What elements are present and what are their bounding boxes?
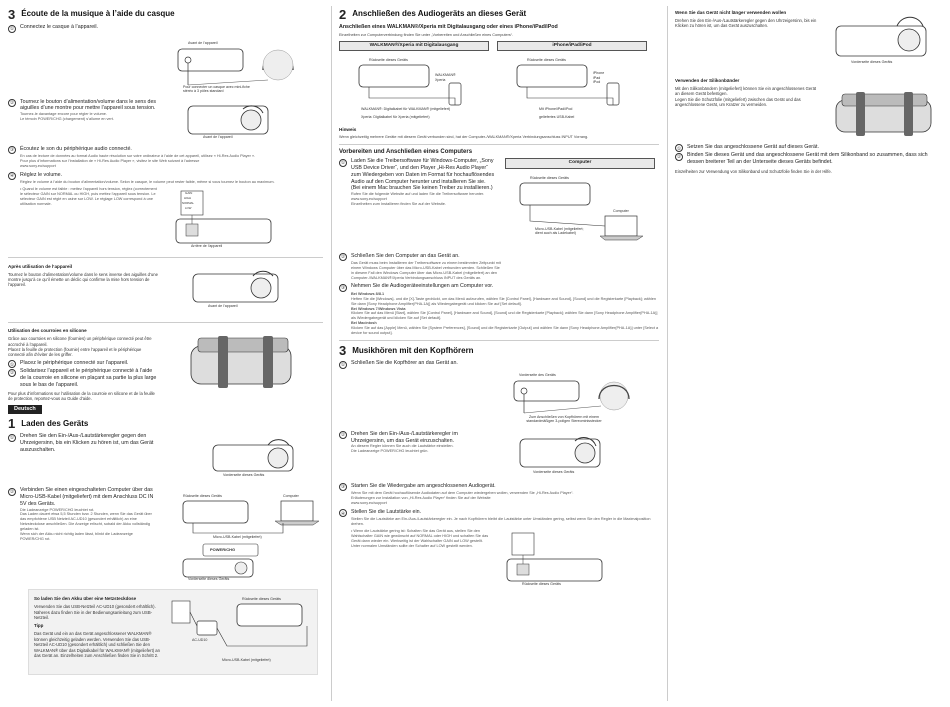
tip-title: Tipp [34, 623, 44, 629]
computer-panel: Computer Rückseite dieses Geräts Compute… [505, 158, 655, 252]
column-german-1: 2 Anschließen des Audiogeräts an dieses … [339, 8, 659, 700]
label-power-chg: POWER/CHG [210, 547, 236, 553]
step-4-note: Réglez le volume à l’aide du bouton d’al… [20, 180, 275, 185]
section-1-de: 1 Laden des Geräts [8, 416, 89, 432]
column-french: 3 Écoute de la musique à l’aide du casqu… [8, 8, 323, 700]
label-plug: Pour connecter un casque avec mini-fiche… [183, 84, 250, 94]
silicone-more: Pour plus d’informations sur l’utilisati… [8, 390, 155, 402]
figure-off-de: Vorderseite dieses Geräts [831, 10, 941, 72]
figure-knob-off: Avant de l’appareil [173, 264, 323, 316]
figure-bands-de [826, 88, 941, 140]
label-front: Avant de l’appareil [188, 40, 218, 45]
label-computer: Computer [283, 494, 299, 499]
section-3-de: 3 Musikhören mit den Kopfhörern [339, 343, 474, 359]
figure-knob-on: Avant de l’appareil [163, 101, 323, 141]
label-front: Vorderseite dieses Geräts [223, 473, 265, 478]
figure-headphone-de: Vorderseite des Geräts Zum Anschließen v… [339, 371, 659, 429]
connect-subtitle: Anschließen eines WALKMAN®/Xperia mit Di… [339, 24, 558, 30]
figure-silicone-band [163, 328, 323, 400]
label-rear: Rückseite dieses Geräts [183, 494, 222, 499]
walkman-panel: WALKMAN®/Xperia mit Digitalausgang Rücks… [339, 40, 489, 125]
figure-gain-switch: GAIN HIGH NORMAL LOW Arrière de l’appare… [166, 189, 316, 251]
iphone-header: iPhone/iPad/iPod [497, 40, 647, 52]
gain-label: GAIN [185, 190, 193, 195]
step-2-note: Tournez-le davantage encore pour régler … [20, 112, 114, 121]
iphone-panel: iPhone/iPad/iPod Rückseite dieses Geräts… [497, 40, 647, 125]
after-title: Après utilisation de l’appareil [8, 263, 73, 269]
section-number: 3 [8, 8, 16, 22]
section-title: Écoute de la musique à l’aide du casque [21, 9, 175, 19]
silicone-text: Grâce aux courroies en silicone (fournie… [8, 336, 152, 358]
after-text: Tournez le bouton d’alimentation/volume … [8, 271, 158, 288]
label-computer: Computer [613, 208, 629, 213]
step-3-note: En cas de lecture de données au format A… [20, 154, 256, 168]
label-cable: Micro-USB-Kabel (mitgeliefert) [213, 535, 262, 540]
language-tag: Deutsch [8, 405, 42, 415]
figure-ac-adapter: Rückseite dieses Geräts AC-UD10 Micro-US… [167, 596, 312, 668]
section-2-de: 2 Anschließen des Audiogeräts an dieses … [339, 8, 527, 22]
ac-charge-box: So laden Sie den Akku über eine Netzstec… [28, 589, 318, 676]
label-front: Vorderseite dieses Geräts [188, 577, 230, 582]
silicone-title: Utilisation des courroies en silicone [8, 328, 87, 334]
label-front: Avant de l’appareil [203, 134, 233, 139]
figure-headphone-connect: Avant de l’appareil Pour connecter un ca… [8, 35, 323, 97]
column-german-2: Wenn Sie das Gerät nicht länger verwende… [675, 8, 943, 700]
figure-charge-usb: Rückseite dieses Geräts Computer Micro-U… [163, 489, 323, 581]
gain-bullet: • Quand le volume est faible : mettez l’… [20, 186, 157, 206]
figure-volume-on: Vorderseite dieses Geräts [495, 433, 655, 481]
label-front: Avant de l’appareil [208, 303, 238, 308]
hinweis-title: Hinweis [339, 127, 357, 133]
walkman-header: WALKMAN®/Xperia mit Digitalausgang [339, 40, 489, 52]
figure-gain-de: Rückseite dieses Geräts [497, 531, 647, 589]
label-rear: Arrière de l’appareil [191, 243, 223, 248]
pc-title: Vorbereiten und Anschließen eines Comput… [339, 148, 473, 155]
nouse-title: Wenn Sie das Gerät nicht länger verwende… [675, 10, 787, 15]
charge-step-2-note: Die Ladeanzeige POWER/CHG leuchtet rot. … [20, 507, 152, 541]
bands-title: Verwenden der Silikonbänder [675, 78, 740, 83]
walkman-label: WALKMAN® Xperia [435, 73, 456, 82]
iphone-label: iPhone iPad iPod [593, 71, 605, 85]
figure-charge-off: Vorderseite dieses Geräts [163, 435, 323, 485]
section-3-fr: 3 Écoute de la musique à l’aide du casqu… [8, 8, 323, 21]
